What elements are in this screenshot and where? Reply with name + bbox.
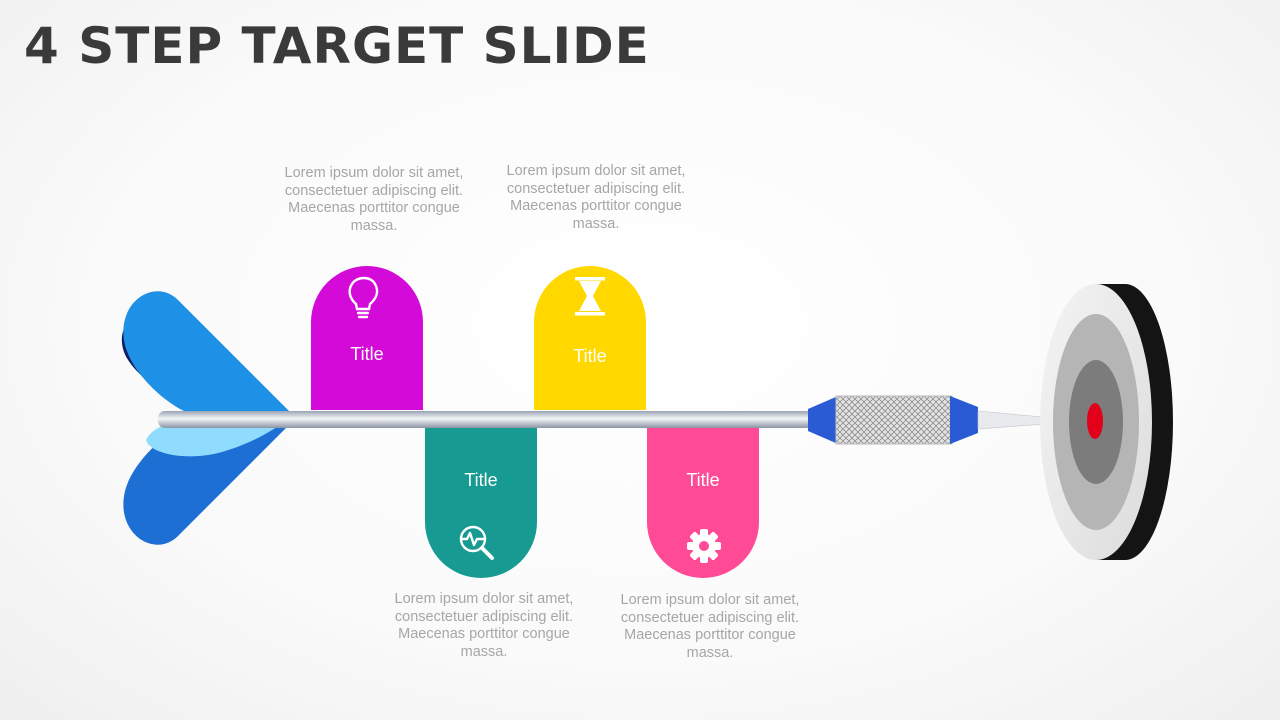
gear-icon (687, 529, 721, 563)
magnifier-pulse-icon (459, 525, 494, 560)
dart-barrel (808, 395, 1087, 445)
step-1-title: Title (350, 344, 384, 364)
target-board (1040, 284, 1173, 560)
slide-title: 4 STEP TARGET SLIDE (24, 17, 650, 75)
step-4-title: Title (686, 470, 720, 490)
step-2-description: Lorem ipsum dolor sit amet, consectetuer… (394, 591, 574, 660)
step-2-title: Title (464, 470, 498, 490)
dart-flights (121, 291, 290, 545)
lightbulb-icon (348, 276, 379, 319)
dart-shaft (158, 411, 813, 428)
step-4-description: Lorem ipsum dolor sit amet, consectetuer… (620, 592, 800, 661)
step-4-pill (647, 428, 759, 578)
step-2-pill (425, 428, 537, 578)
step-3-title: Title (573, 346, 607, 366)
hourglass-icon (575, 277, 605, 316)
step-1-pill (311, 266, 423, 410)
step-1-description: Lorem ipsum dolor sit amet, consectetuer… (284, 165, 464, 234)
step-3-pill (534, 266, 646, 410)
target-bullseye (1087, 403, 1103, 439)
step-3-description: Lorem ipsum dolor sit amet, consectetuer… (506, 163, 686, 232)
